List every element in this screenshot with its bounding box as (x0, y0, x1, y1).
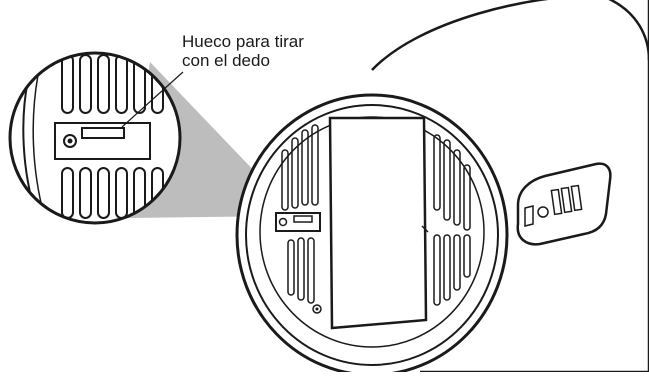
vent-slot (453, 234, 461, 291)
side-port-panel (516, 162, 612, 246)
vent-slot (97, 167, 110, 219)
vent-slot (287, 239, 295, 296)
vent-slot (463, 164, 471, 231)
vent-slot (307, 237, 315, 304)
end-face-vents (281, 124, 471, 306)
callout-line-1: Hueco para tirar (182, 32, 304, 51)
vent-slot (311, 124, 319, 206)
vent-slot (79, 167, 92, 219)
vent-slot (297, 237, 305, 301)
rear-cover (328, 116, 429, 330)
callout-leader (121, 71, 184, 128)
vent-slot (433, 134, 441, 211)
ethernet-port (524, 205, 534, 227)
usb-port (560, 186, 573, 214)
vent-slot (433, 234, 441, 306)
vent-slot (97, 54, 110, 114)
power-jack (537, 206, 549, 218)
vent-slot (291, 137, 299, 209)
vent-slot (443, 234, 451, 301)
usb-port (570, 184, 583, 212)
vent-slot (281, 149, 289, 211)
vent-slot (453, 149, 461, 226)
vent-slot (301, 129, 309, 206)
zoom-magnifier (8, 51, 182, 225)
callout-label: Hueco para tirar con el dedo (182, 32, 304, 70)
vent-slot (443, 139, 451, 221)
screw-head (315, 307, 319, 311)
vent-slot (463, 234, 471, 278)
callout-line-2: con el dedo (182, 51, 270, 70)
finger-groove-slot (275, 212, 321, 232)
screw-head (278, 217, 288, 227)
usb-port (550, 188, 563, 216)
finger-groove-slot-zoom (81, 127, 125, 139)
